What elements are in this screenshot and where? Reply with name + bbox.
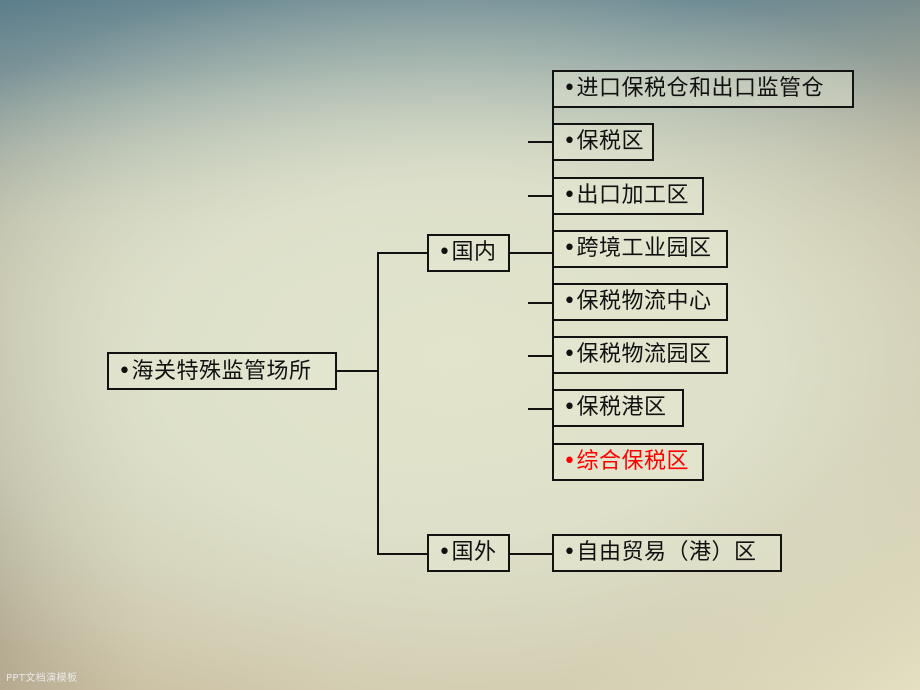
connector-root-stem (337, 370, 377, 372)
connector-stub-child-4 (528, 302, 552, 304)
node-child-bonded-logistics-center[interactable]: •保税物流中心 (552, 283, 728, 321)
connector-overseas-stem (510, 553, 552, 555)
connector-domestic-trunk (552, 88, 554, 476)
connector-stub-child-1 (528, 141, 552, 143)
watermark-label: PPT文档演模板 (6, 673, 78, 684)
node-child-free-trade-port-zone[interactable]: •自由贸易（港）区 (552, 534, 782, 572)
node-root[interactable]: •海关特殊监管场所 (107, 352, 337, 390)
connector-stub-child-6 (528, 408, 552, 410)
node-child-bonded-logistics-park[interactable]: •保税物流园区 (552, 336, 728, 374)
connector-main-trunk (377, 252, 379, 553)
connector-stub-child-2 (528, 195, 552, 197)
connector-trunk-to-branch-0 (377, 252, 427, 254)
node-child-bonded-zone[interactable]: •保税区 (552, 123, 654, 161)
connector-domestic-stem (510, 252, 552, 254)
node-branch-domestic[interactable]: •国内 (427, 234, 510, 272)
node-child-comprehensive-bonded-zone[interactable]: •综合保税区 (552, 443, 704, 481)
node-branch-overseas[interactable]: •国外 (427, 534, 510, 572)
connector-trunk-to-branch-1 (377, 553, 427, 555)
node-child-bonded-port-area[interactable]: •保税港区 (552, 389, 684, 427)
node-child-export-processing-zone[interactable]: •出口加工区 (552, 177, 704, 215)
connector-stub-child-5 (528, 355, 552, 357)
node-child-bonded-warehouse[interactable]: •进口保税仓和出口监管仓 (552, 70, 854, 108)
node-child-cross-border-industrial-park[interactable]: •跨境工业园区 (552, 230, 728, 268)
